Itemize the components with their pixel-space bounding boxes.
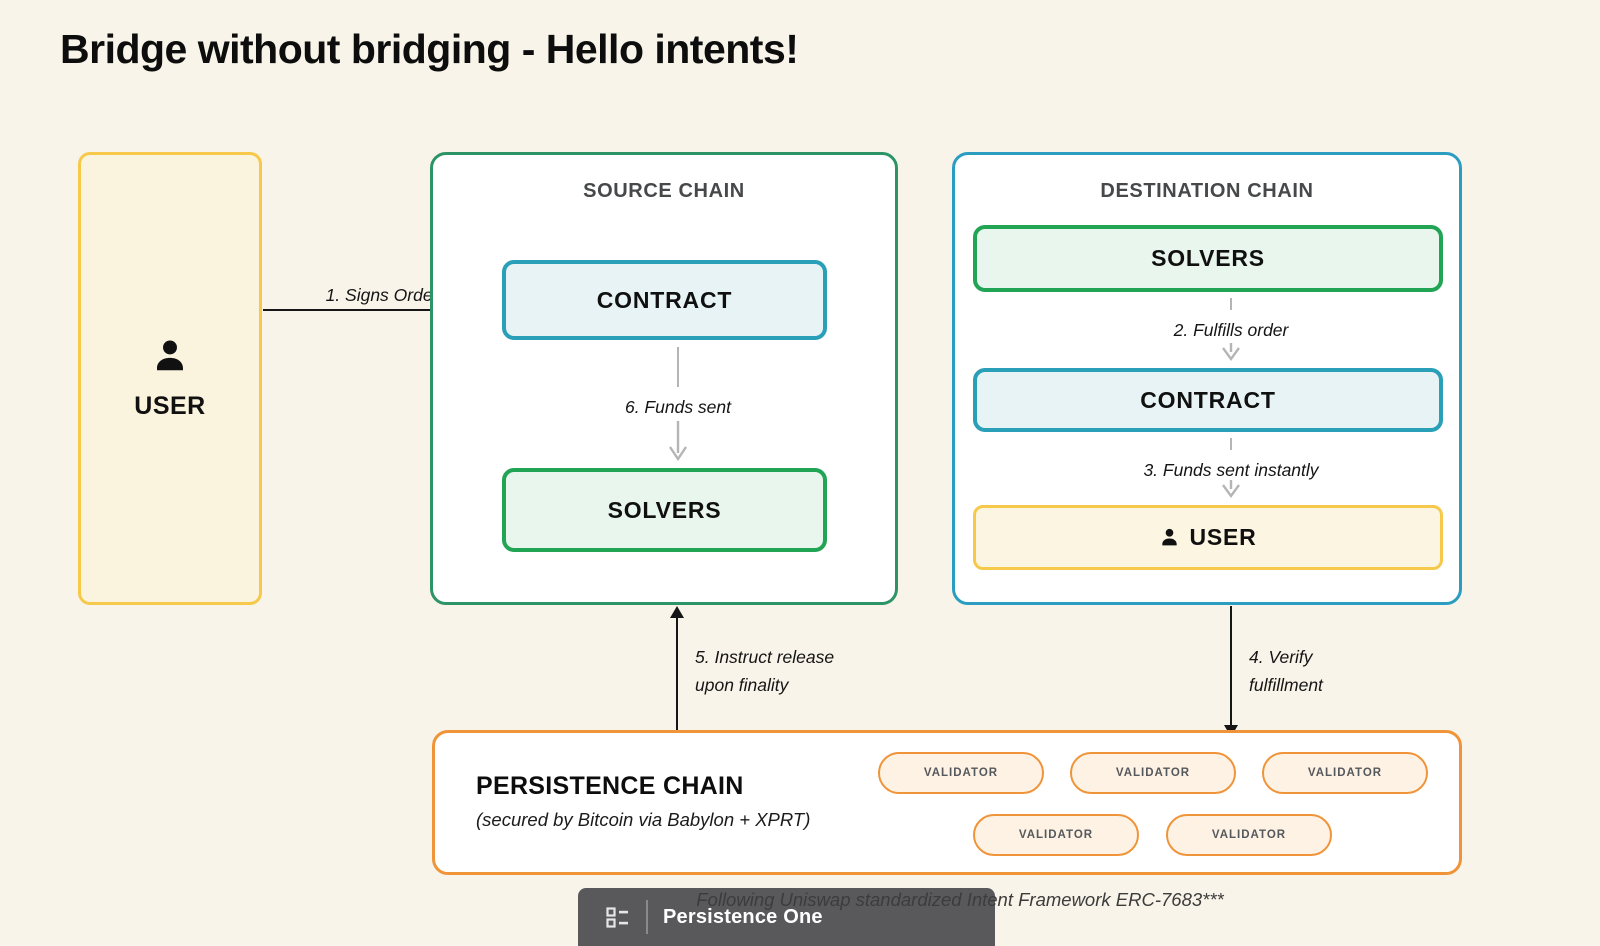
source-contract-label: CONTRACT xyxy=(596,286,733,313)
validator-pill: VALIDATOR xyxy=(973,814,1139,856)
person-icon xyxy=(151,337,189,380)
validator-pill: VALIDATOR xyxy=(878,752,1044,794)
source-solvers-node: SOLVERS xyxy=(502,468,827,552)
person-icon xyxy=(1159,527,1180,548)
footnote-caption: Following Uniswap standardized Intent Fr… xyxy=(696,889,1224,910)
validator-pill: VALIDATOR xyxy=(1070,752,1236,794)
footer-divider xyxy=(646,900,648,934)
step5-arrowhead xyxy=(670,606,684,618)
validator-label: VALIDATOR xyxy=(1115,767,1191,779)
step5-label: 5. Instruct release upon finality xyxy=(695,647,835,695)
page-title: Bridge without bridging - Hello intents! xyxy=(60,26,799,72)
step2-arrow-down xyxy=(1220,343,1242,368)
validator-label: VALIDATOR xyxy=(1307,767,1383,779)
destination-user-label: USER xyxy=(1189,524,1257,550)
step3-tick xyxy=(1230,438,1232,450)
source-chain-title: SOURCE CHAIN xyxy=(583,180,745,202)
validator-label: VALIDATOR xyxy=(1018,829,1094,841)
destination-solvers-label: SOLVERS xyxy=(1151,245,1265,271)
destination-contract-label: CONTRACT xyxy=(1140,386,1276,413)
user-actor-label: USER xyxy=(134,391,206,420)
brand-name: Persistence One xyxy=(663,905,823,928)
destination-chain-title: DESTINATION CHAIN xyxy=(1100,180,1314,202)
source-contract-node: CONTRACT xyxy=(502,260,827,340)
destination-contract-node: CONTRACT xyxy=(973,368,1443,432)
step1-label: 1. Signs Order xyxy=(325,285,439,305)
step3-label: 3. Funds sent instantly xyxy=(1143,460,1319,480)
step5-arrow-line xyxy=(676,616,678,737)
step3-arrow-down xyxy=(1220,480,1242,505)
step2-tick xyxy=(1230,298,1232,310)
validator-pill: VALIDATOR xyxy=(1262,752,1428,794)
persistence-chain-subtitle: (secured by Bitcoin via Babylon + XPRT) xyxy=(476,809,811,830)
step4-label: 4. Verify fulfillment xyxy=(1249,647,1323,695)
validator-pill: VALIDATOR xyxy=(1166,814,1332,856)
destination-user-node: USER xyxy=(973,505,1443,570)
source-solvers-label: SOLVERS xyxy=(607,496,722,523)
validator-label: VALIDATOR xyxy=(923,767,999,779)
persistence-logo-icon xyxy=(604,904,631,931)
brand-bar: Persistence One xyxy=(578,888,995,946)
step4-arrow-line xyxy=(1230,606,1232,727)
user-actor-box: USER xyxy=(78,152,262,605)
persistence-chain-title: PERSISTENCE CHAIN xyxy=(476,772,744,800)
step6-line-top xyxy=(677,347,679,387)
step1-arrow-line xyxy=(263,309,494,311)
destination-solvers-node: SOLVERS xyxy=(973,225,1443,292)
step2-label: 2. Fulfills order xyxy=(1173,320,1289,340)
step6-label: 6. Funds sent xyxy=(624,397,732,417)
validator-label: VALIDATOR xyxy=(1211,829,1287,841)
step6-arrow-down xyxy=(667,421,689,470)
